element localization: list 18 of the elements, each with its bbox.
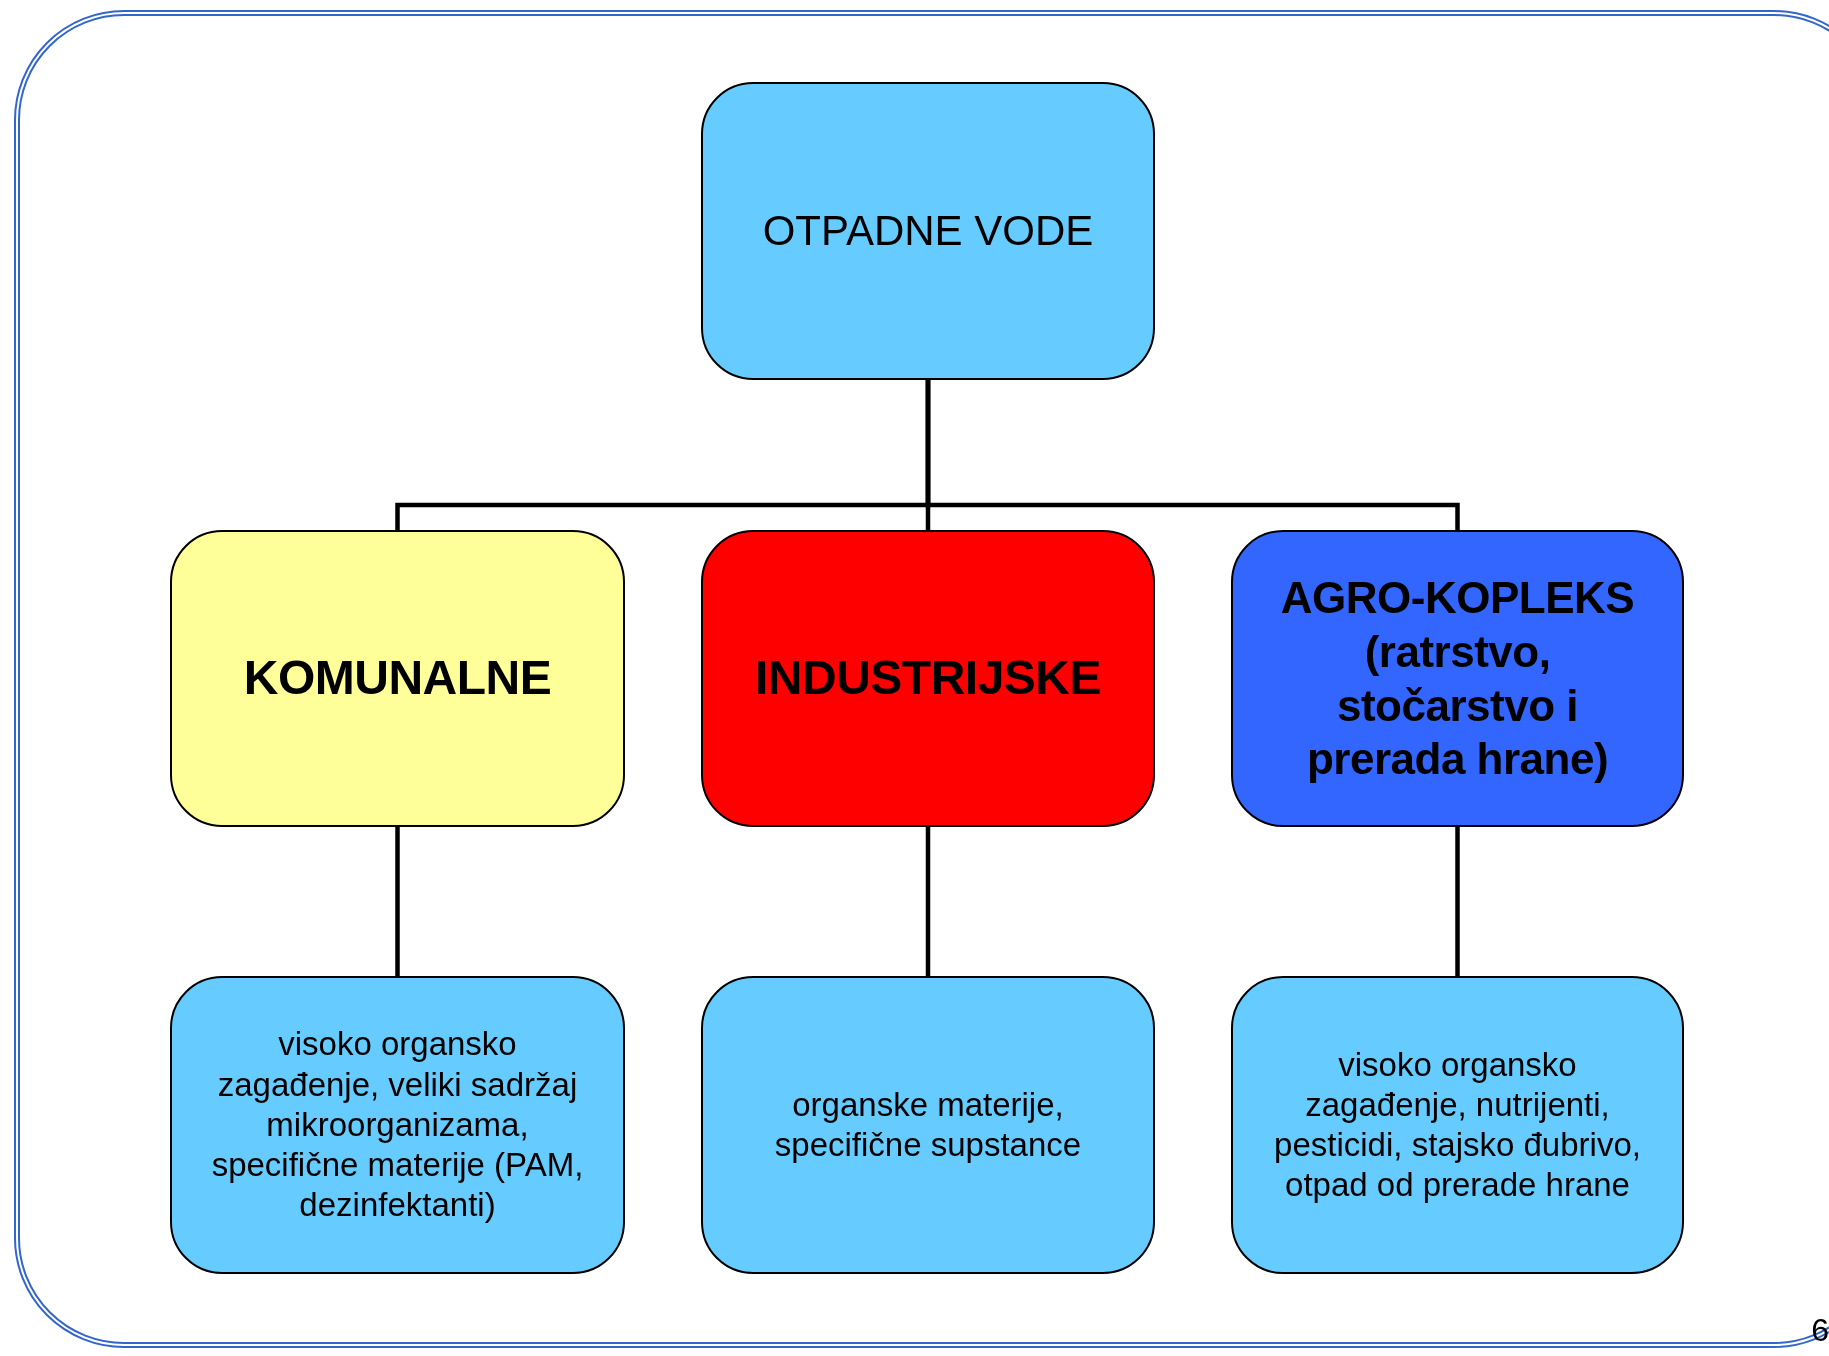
connector-line xyxy=(925,827,931,976)
node-text: visoko organsko zagađenje, veliki sadržaj mikroorganizama, specifične materije (PAM, dezinfektanti) xyxy=(210,1024,585,1226)
description-box xyxy=(170,976,625,1274)
root-box xyxy=(701,82,1155,380)
node-text: organske materije, specifične supstance xyxy=(773,1084,1083,1165)
node-text: AGRO-KOPLEKS (ratrstvo, stočarstvo i prerada hrane) xyxy=(1279,572,1636,786)
node-text: KOMUNALNE xyxy=(243,650,552,707)
connector-line xyxy=(925,380,1460,530)
connector-line xyxy=(395,827,400,976)
category-box xyxy=(1231,530,1684,827)
node-text: OTPADNE VODE xyxy=(762,206,1094,257)
node-text: INDUSTRIJSKE xyxy=(754,650,1102,707)
category-box xyxy=(170,530,625,827)
description-box xyxy=(1231,976,1684,1274)
description-box xyxy=(701,976,1155,1274)
category-box xyxy=(701,530,1155,827)
connector-line xyxy=(1455,827,1460,976)
node-text: visoko organsko zagađenje, nutrijenti, pesticidi, stajsko đubrivo, otpad od prerade hrane xyxy=(1273,1044,1642,1206)
